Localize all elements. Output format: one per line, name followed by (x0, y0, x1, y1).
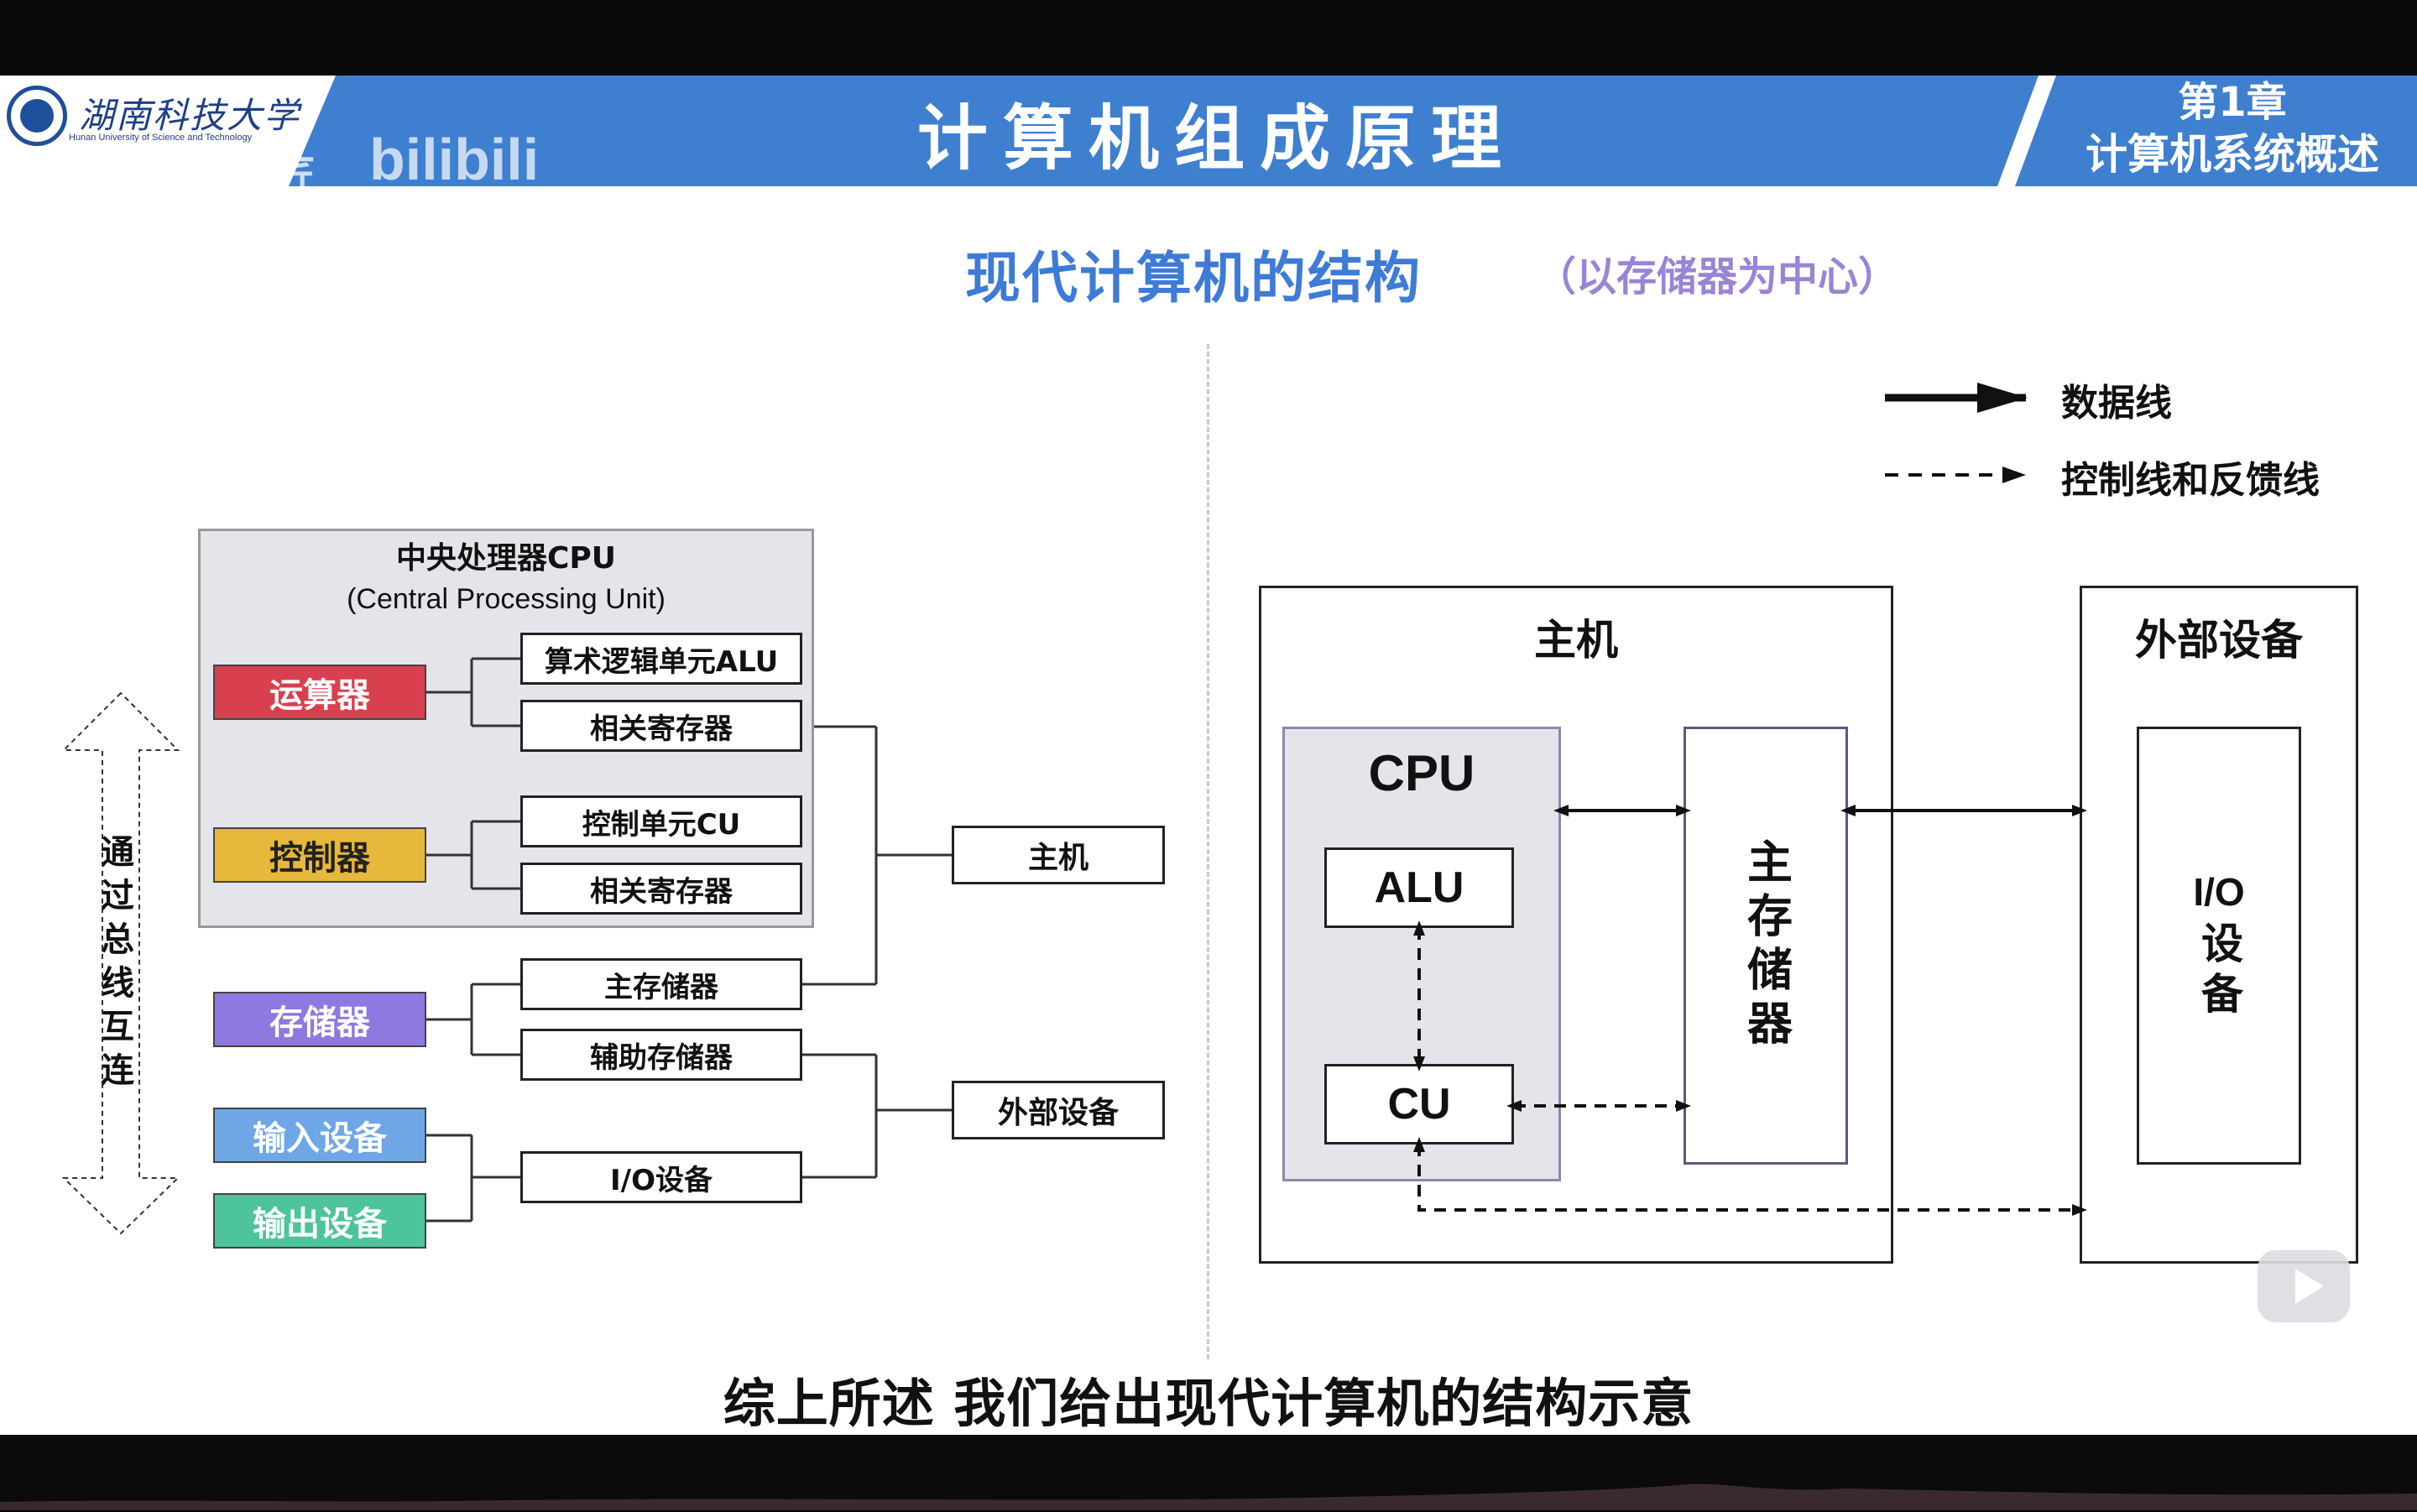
item-register-2: 相关寄存器 (520, 863, 802, 915)
cpu-group-title: 中央处理器CPU (Central Processing Unit) (198, 539, 814, 619)
component-alu-unit: 运算器 (213, 665, 426, 720)
play-icon[interactable] (2295, 1269, 2324, 1304)
slide-title: 现代计算机的结构 (965, 246, 1422, 310)
center-divider (1207, 344, 1209, 1359)
io-label-line1: I/O (2193, 870, 2245, 914)
component-controller: 控制器 (213, 827, 426, 883)
main-memory-box: 主存储器 (1684, 727, 1848, 1165)
main-memory-label: 主存储器 (1739, 838, 1793, 1053)
component-output-device: 输出设备 (213, 1193, 426, 1249)
cpu-title-line1: 中央处理器CPU (395, 541, 617, 576)
io-label-line2: 设备 (2195, 921, 2243, 1022)
university-name: 湖南科技大学 (79, 95, 301, 136)
item-alu: 算术逻辑单元ALU (520, 633, 802, 685)
cpu-title-line2: (Central Processing Unit) (347, 583, 666, 615)
progress-waveform[interactable] (0, 1477, 2417, 1510)
host-label: 主机 (1534, 616, 1618, 665)
io-device-box: I/O 设备 (2137, 727, 2301, 1165)
chapter-title: 计算机系统概述 (2086, 130, 2379, 179)
cpu-label: CPU (1368, 745, 1475, 801)
cu-box: CU (1324, 1064, 1514, 1144)
group-host: 主机 (952, 826, 1165, 884)
item-aux-memory: 辅助存储器 (520, 1029, 802, 1081)
university-name-en: Hunan University of Science and Technolo… (69, 133, 253, 143)
channel-watermark: 湖科大教书匠 (65, 154, 318, 199)
item-cu: 控制单元CU (520, 795, 802, 847)
legend-data-line-label: 数据线 (2061, 382, 2172, 425)
item-register-1: 相关寄存器 (520, 700, 802, 752)
legend-control-line-label: 控制线和反馈线 (2061, 459, 2320, 502)
item-io-device: I/O设备 (520, 1151, 802, 1203)
chapter-info: 第1章 计算机系统概述 (2056, 77, 2409, 181)
group-peripheral: 外部设备 (952, 1081, 1165, 1139)
course-title: 计算机组成原理 (916, 97, 1516, 180)
item-main-memory: 主存储器 (520, 958, 802, 1010)
university-logo-center (20, 99, 54, 133)
chapter-number: 第1章 (2178, 79, 2287, 126)
platform-watermark: bilibili (369, 127, 540, 192)
peripheral-label: 外部设备 (2135, 616, 2303, 665)
slide-title-note: （以存储器为中心） (1536, 253, 1899, 300)
component-memory: 存储器 (213, 992, 426, 1047)
bus-label: 通过总线互连 (101, 833, 134, 1090)
top-letterbox (0, 0, 2417, 76)
component-input-device: 输入设备 (213, 1108, 426, 1163)
